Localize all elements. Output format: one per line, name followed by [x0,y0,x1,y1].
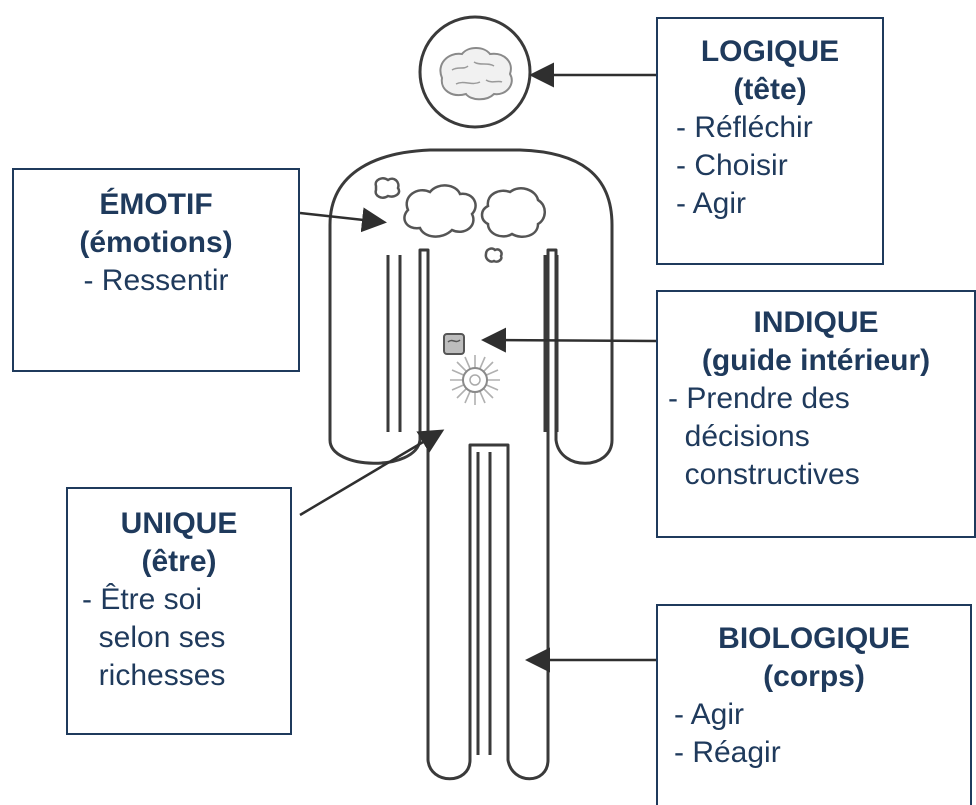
list-item: - Prendre des [668,382,850,416]
box-title: BIOLOGIQUE [718,622,910,655]
box-subtitle: (émotions) [79,226,233,260]
arrow-indique [481,327,657,353]
box-subtitle: (tête) [733,73,807,107]
box-subtitle: (corps) [763,660,865,694]
arrow-unique [299,429,445,517]
box-title: LOGIQUE [700,35,840,68]
list-item: selon ses [82,621,226,655]
list-item: - Agir [676,187,747,221]
box-title: ÉMOTIF [99,188,213,221]
brain-icon [439,47,513,101]
list-item: - Être soi [82,583,203,617]
list-item: - Réfléchir [676,111,813,145]
box-unique: UNIQUE (être) - Être soi selon ses riche… [66,487,292,735]
list-item: - Réagir [674,736,781,770]
list-item: - Choisir [676,149,788,183]
heart-icon [443,333,465,355]
box-title: UNIQUE [120,507,238,540]
list-item: richesses [82,659,226,693]
list-item: - Agir [674,698,745,732]
box-indique: INDIQUE (guide intérieur) - Prendre des … [656,290,976,538]
list-item: décisions [668,420,810,454]
box-subtitle: (être) [141,545,217,579]
box-emotif: ÉMOTIF (émotions) - Ressentir [12,168,300,372]
box-biologique: BIOLOGIQUE (corps) - Agir - Réagir [656,604,972,805]
cloud-icon [374,177,546,263]
list-item: - Ressentir [83,264,229,298]
list-item: constructives [668,458,860,492]
arrow-emotif [299,207,387,233]
box-subtitle: (guide intérieur) [701,344,931,378]
box-title: INDIQUE [753,306,879,339]
sun-icon [450,355,500,405]
arrows [299,62,657,673]
box-logique: LOGIQUE (tête) - Réfléchir - Choisir - A… [656,17,884,265]
body-outline [328,148,614,781]
